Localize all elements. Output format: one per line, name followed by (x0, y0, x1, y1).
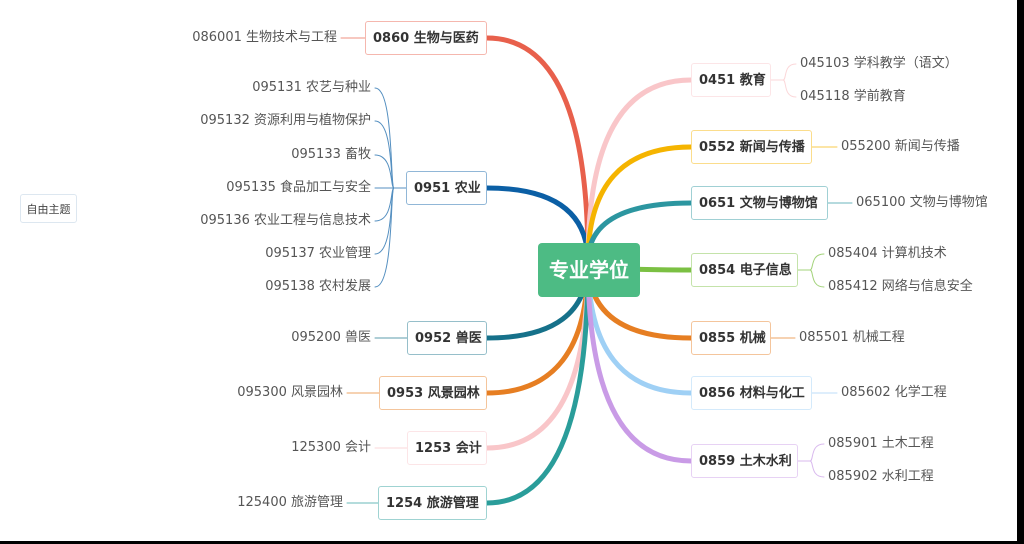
branch-0951[interactable]: 0951 农业 (406, 171, 487, 205)
leaf-095132[interactable]: 095132 资源利用与植物保护 (200, 113, 371, 128)
window-edge-right (1017, 0, 1024, 544)
leaf-085902[interactable]: 085902 水利工程 (828, 469, 934, 484)
leaf-085501[interactable]: 085501 机械工程 (799, 330, 905, 345)
leaf-connector (374, 120, 407, 189)
branch-connector (484, 35, 591, 265)
branch-0860[interactable]: 0860 生物与医药 (365, 21, 487, 55)
leaf-095133[interactable]: 095133 畜牧 (291, 147, 371, 162)
leaf-095137[interactable]: 095137 农业管理 (265, 246, 371, 261)
leaf-125400[interactable]: 125400 旅游管理 (237, 495, 343, 510)
leaf-connector (797, 253, 825, 271)
leaf-125300[interactable]: 125300 会计 (291, 440, 371, 455)
leaf-connector (770, 63, 797, 81)
branch-1253[interactable]: 1253 会计 (407, 431, 487, 465)
window-edge-bottom (0, 541, 1024, 544)
branch-connector (585, 144, 694, 265)
leaf-065100[interactable]: 065100 文物与博物馆 (856, 195, 988, 210)
leaf-085404[interactable]: 085404 计算机技术 (828, 246, 947, 261)
branch-0856[interactable]: 0856 材料与化工 (691, 376, 812, 410)
leaf-095300[interactable]: 095300 风景园林 (237, 385, 343, 400)
branch-0953[interactable]: 0953 风景园林 (379, 376, 487, 410)
branch-connector (585, 77, 694, 265)
free-topic[interactable]: 自由主题 (20, 194, 77, 223)
leaf-connector (797, 443, 825, 462)
branch-0552[interactable]: 0552 新闻与传播 (691, 130, 812, 164)
branch-1254[interactable]: 1254 旅游管理 (378, 486, 487, 520)
leaf-086001[interactable]: 086001 生物技术与工程 (192, 30, 337, 45)
leaf-045118[interactable]: 045118 学前教育 (800, 89, 906, 104)
leaf-085412[interactable]: 085412 网络与信息安全 (828, 279, 973, 294)
leaf-085901[interactable]: 085901 土木工程 (828, 436, 934, 451)
branch-connector (585, 259, 694, 464)
branch-0451[interactable]: 0451 教育 (691, 63, 771, 97)
leaf-connector (374, 187, 407, 255)
central-topic[interactable]: 专业学位 (538, 243, 640, 297)
leaf-045103[interactable]: 045103 学科教学（语文） (800, 56, 958, 71)
leaf-095135[interactable]: 095135 食品加工与安全 (226, 180, 371, 195)
leaf-connector (797, 460, 825, 478)
leaf-095131[interactable]: 095131 农艺与种业 (252, 80, 371, 95)
leaf-connector (374, 187, 407, 288)
leaf-085602[interactable]: 085602 化学工程 (841, 385, 947, 400)
branch-0854[interactable]: 0854 电子信息 (691, 253, 798, 287)
branch-0855[interactable]: 0855 机械 (691, 321, 771, 355)
leaf-095200[interactable]: 095200 兽医 (291, 330, 371, 345)
leaf-connector (797, 269, 825, 288)
leaf-connector (770, 79, 797, 98)
branch-connector (484, 259, 591, 506)
leaf-095136[interactable]: 095136 农业工程与信息技术 (200, 213, 371, 228)
leaf-055200[interactable]: 055200 新闻与传播 (841, 139, 960, 154)
branch-0859[interactable]: 0859 土木水利 (691, 444, 798, 478)
leaf-095138[interactable]: 095138 农村发展 (265, 279, 371, 294)
branch-0651[interactable]: 0651 文物与博物馆 (691, 186, 828, 220)
branch-0952[interactable]: 0952 兽医 (407, 321, 487, 355)
